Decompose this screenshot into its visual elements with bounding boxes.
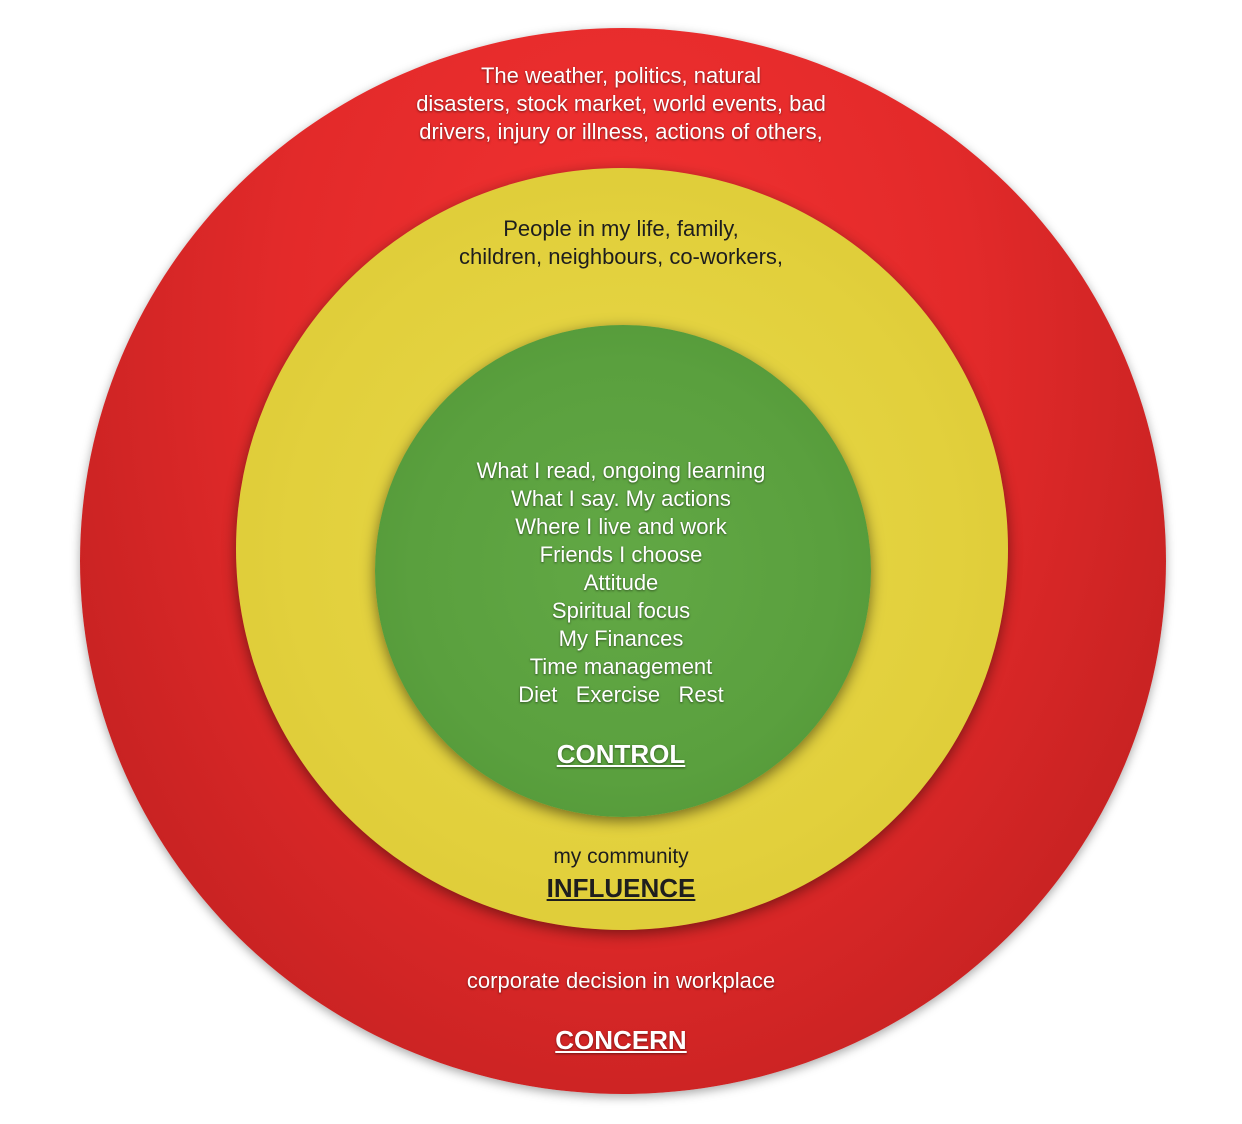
control-item: My Finances <box>558 626 684 651</box>
influence-examples: People in my life, family, children, nei… <box>458 216 784 269</box>
concern-label: CONCERN <box>555 1025 687 1055</box>
control-item: Time management <box>529 654 713 679</box>
control-items-list: What I read, ongoing learning What I say… <box>0 457 1242 709</box>
concern-examples: The weather, politics, natural disasters… <box>416 63 826 144</box>
control-item: Friends I choose <box>539 542 703 567</box>
control-item: Where I live and work <box>515 514 727 539</box>
control-label: CONTROL <box>556 739 686 769</box>
concern-workplace: corporate decision in workplace <box>466 968 776 993</box>
control-item: Attitude <box>583 570 659 595</box>
control-item: Diet Exercise Rest <box>518 682 724 707</box>
control-circle <box>375 325 871 817</box>
control-item: Spiritual focus <box>551 598 691 623</box>
influence-community: my community <box>553 845 689 868</box>
control-item: What I say. My actions <box>511 486 731 511</box>
control-item: What I read, ongoing learning <box>476 458 766 483</box>
influence-label: INFLUENCE <box>546 873 696 903</box>
